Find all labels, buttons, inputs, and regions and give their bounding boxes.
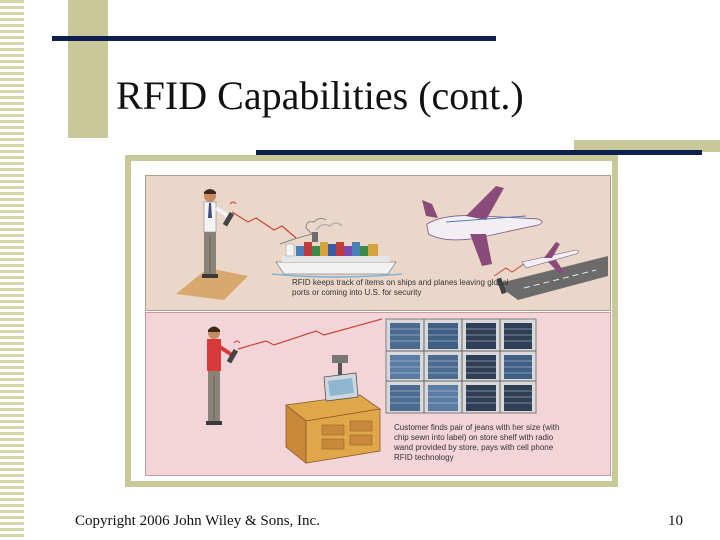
airplane-icon <box>422 186 543 266</box>
bottom-caption: Customer finds pair of jeans with her si… <box>394 423 564 463</box>
radio-wave-icon <box>232 212 296 238</box>
jeans-shelf-icon <box>386 319 536 413</box>
checkout-terminal-icon <box>286 355 380 463</box>
copyright-footer: Copyright 2006 John Wiley & Sons, Inc. <box>75 513 320 530</box>
page-number: 10 <box>668 513 683 530</box>
store-panel: Customer finds pair of jeans with her si… <box>145 312 611 476</box>
customer-person-icon <box>206 327 238 426</box>
top-caption: RFID keeps track of items on ships and p… <box>292 278 522 298</box>
left-stripe-decoration <box>0 0 24 540</box>
top-olive-accent-block <box>68 0 108 138</box>
illustration-canvas: RFID keeps track of items on ships and p… <box>131 161 612 481</box>
radio-wave-icon <box>494 264 524 276</box>
inspector-person-icon <box>202 189 234 278</box>
illustration-frame: RFID keeps track of items on ships and p… <box>125 155 618 487</box>
ports-panel: RFID keeps track of items on ships and p… <box>145 175 611 311</box>
slide-title: RFID Capabilities (cont.) <box>116 72 524 119</box>
radio-wave-icon <box>238 319 382 349</box>
cargo-ship-icon <box>272 218 402 277</box>
top-title-rule <box>52 36 496 41</box>
